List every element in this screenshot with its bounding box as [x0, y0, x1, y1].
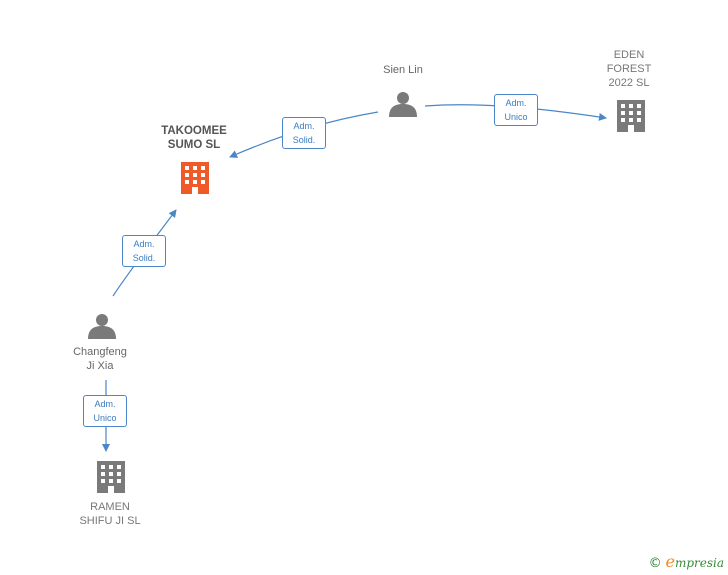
edge-label-line2: Solid.: [132, 253, 156, 263]
node-label-eden-forest[interactable]: EDEN FOREST 2022 SL: [606, 49, 652, 89]
edge-label-sien-lin-eden-forest: Adm. Unico: [494, 94, 538, 126]
edge-label-line2: Unico: [93, 413, 117, 423]
node-label-takoomee[interactable]: TAKOOMEE SUMO SL: [161, 125, 227, 151]
edge-label-line1: Adm.: [293, 121, 315, 131]
logo-e: e: [665, 552, 675, 571]
copyright-icon: ©: [648, 556, 662, 571]
edge-label-line1: Adm.: [505, 98, 527, 108]
edge-label-sien-lin-takoomee: Adm. Solid.: [282, 117, 326, 149]
edge-label-changfeng-takoomee: Adm. Solid.: [122, 235, 166, 267]
node-label-sien-lin[interactable]: Sien Lin: [383, 64, 423, 76]
building-icon-eden-forest[interactable]: [617, 100, 645, 132]
edge-label-line2: Solid.: [292, 135, 316, 145]
building-icon-takoomee[interactable]: [181, 162, 209, 194]
edge-label-changfeng-ramen: Adm. Unico: [83, 395, 127, 427]
node-label-changfeng[interactable]: Changfeng Ji Xia: [73, 346, 127, 372]
person-icon-changfeng[interactable]: [88, 314, 116, 339]
logo-text: mpresia: [674, 556, 724, 570]
building-icon-ramen[interactable]: [97, 461, 125, 493]
edge-label-line1: Adm.: [94, 399, 116, 409]
person-icon-sien-lin[interactable]: [389, 92, 417, 117]
node-label-ramen[interactable]: RAMEN SHIFU JI SL: [79, 501, 141, 527]
empresia-logo[interactable]: © empresia: [649, 552, 724, 571]
edge-label-line2: Unico: [504, 112, 528, 122]
edge-label-line1: Adm.: [133, 239, 155, 249]
